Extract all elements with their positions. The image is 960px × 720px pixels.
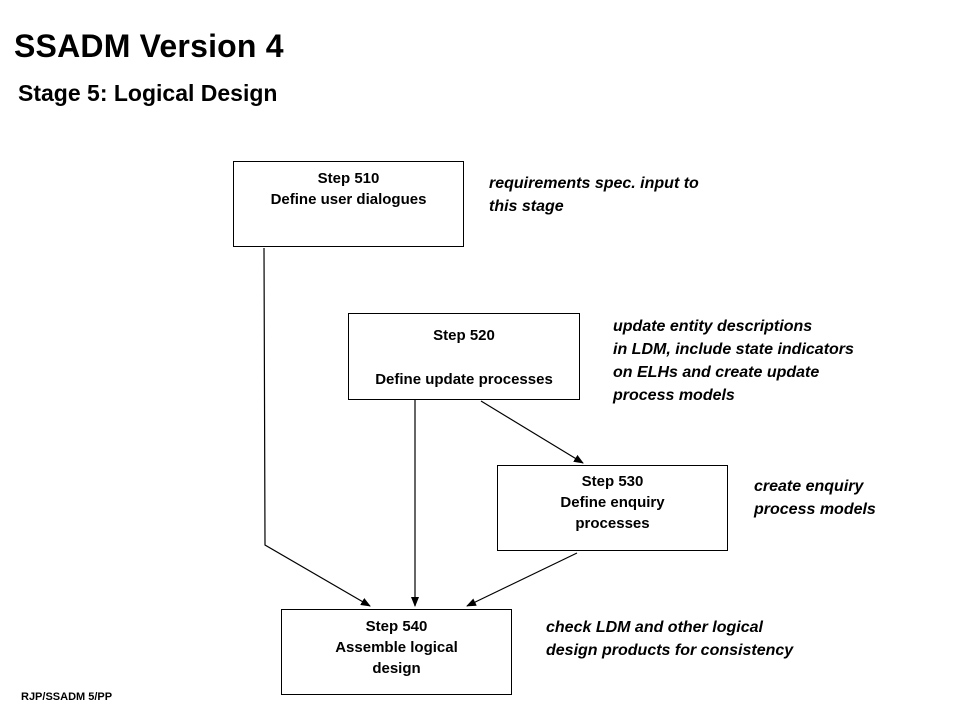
step-540-title-line2: design <box>372 660 421 677</box>
step-510-box: Step 510 Define user dialogues <box>233 161 464 247</box>
note-line: process models <box>613 387 735 404</box>
note-line: create enquiry <box>754 478 864 495</box>
step-540-box: Step 540 Assemble logical design <box>281 609 512 695</box>
arrow-530-to-540 <box>466 552 578 607</box>
arrow-520-to-530 <box>480 400 584 464</box>
note-line: this stage <box>489 198 564 215</box>
step-520-box: Step 520 Define update processes <box>348 313 580 400</box>
step-530-number: Step 530 <box>581 473 644 490</box>
step-540-title-line1: Assemble logical <box>335 639 458 656</box>
step-510-number: Step 510 <box>317 170 380 187</box>
note-step-510: requirements spec. input to this stage <box>489 172 699 218</box>
page-title: SSADM Version 4 <box>14 28 284 64</box>
note-line: check LDM and other logical <box>546 619 763 636</box>
step-530-title-line1: Define enquiry <box>560 494 665 511</box>
note-line: on ELHs and create update <box>613 364 820 381</box>
note-line: process models <box>754 501 876 518</box>
page-subtitle: Stage 5: Logical Design <box>18 80 278 106</box>
note-line: requirements spec. input to <box>489 175 699 192</box>
step-510-title: Define user dialogues <box>270 191 427 208</box>
arrow-510-to-540 <box>263 247 371 607</box>
note-line: update entity descriptions <box>613 318 813 335</box>
step-530-title-line2: processes <box>575 515 650 532</box>
footer-reference: RJP/SSADM 5/PP <box>21 691 113 703</box>
note-line: in LDM, include state indicators <box>613 341 854 358</box>
note-step-540: check LDM and other logical design produ… <box>546 616 793 662</box>
step-520-number: Step 520 <box>433 327 495 344</box>
note-line: design products for consistency <box>546 642 794 659</box>
note-step-530: create enquiry process models <box>754 475 876 521</box>
step-520-title: Define update processes <box>375 371 553 388</box>
note-step-520: update entity descriptions in LDM, inclu… <box>613 315 854 407</box>
step-530-box: Step 530 Define enquiry processes <box>497 465 728 551</box>
step-540-number: Step 540 <box>365 618 428 635</box>
